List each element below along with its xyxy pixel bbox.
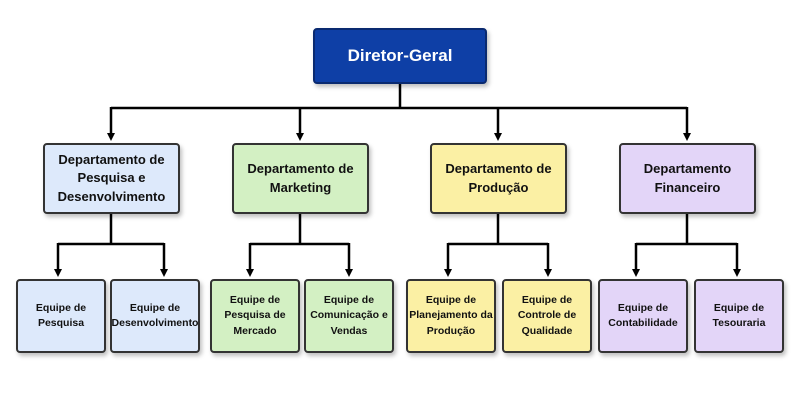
node-dept-producao: Departamento de Produção — [430, 143, 567, 214]
node-team-controle-qualidade: Equipe de Controle de Qualidade — [502, 279, 592, 353]
node-team-pesquisa: Equipe de Pesquisa — [16, 279, 106, 353]
node-team-tesouraria: Equipe de Tesouraria — [694, 279, 784, 353]
node-dept-pesquisa-desenvolvimento: Departamento de Pesquisa e Desenvolvimen… — [43, 143, 180, 214]
node-team-pesquisa-mercado: Equipe de Pesquisa de Mercado — [210, 279, 300, 353]
node-team-planejamento-producao: Equipe de Planejamento da Produção — [406, 279, 496, 353]
node-dept-marketing: Departamento de Marketing — [232, 143, 369, 214]
node-diretor-geral: Diretor-Geral — [313, 28, 487, 84]
node-team-comunicacao-vendas: Equipe de Comunicação e Vendas — [304, 279, 394, 353]
node-team-desenvolvimento: Equipe de Desenvolvimento — [110, 279, 200, 353]
node-dept-financeiro: Departamento Financeiro — [619, 143, 756, 214]
node-team-contabilidade: Equipe de Contabilidade — [598, 279, 688, 353]
